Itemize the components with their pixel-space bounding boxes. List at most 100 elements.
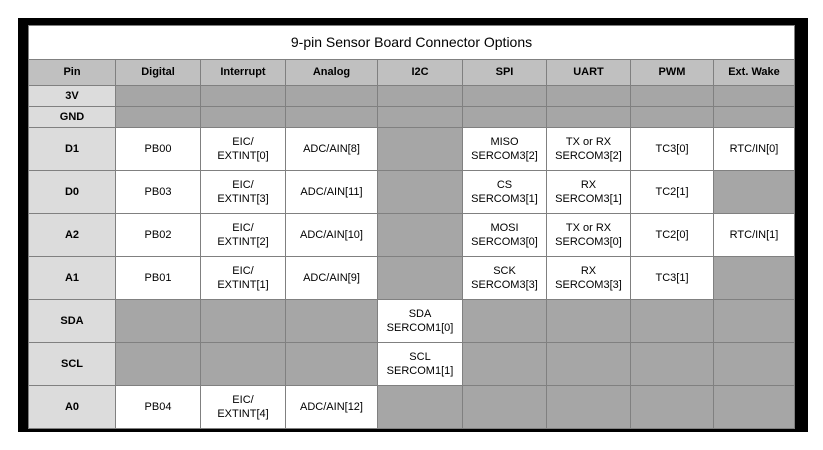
value-line-1: RX bbox=[580, 264, 597, 277]
value-cell: ADC/AIN[9] bbox=[285, 256, 378, 300]
empty-cell bbox=[712, 170, 796, 214]
column-header-i2c: I2C bbox=[377, 59, 463, 86]
value-line-1: SDA bbox=[408, 307, 432, 320]
value-cell: PB03 bbox=[115, 170, 201, 214]
value-line-1: EIC/ bbox=[232, 264, 254, 277]
empty-cell bbox=[200, 342, 286, 386]
column-header-spi: SPI bbox=[462, 59, 547, 86]
pin-label: A1 bbox=[28, 256, 116, 300]
table-row: 3V bbox=[28, 85, 796, 107]
column-header-ext-wake: Ext. Wake bbox=[712, 59, 796, 86]
column-header-pin: Pin bbox=[28, 59, 116, 86]
value-line-1: TX or RX bbox=[565, 221, 612, 234]
value-cell: RX SERCOM3[3] bbox=[546, 256, 631, 300]
value-line-2: SERCOM3[1] bbox=[555, 193, 622, 205]
empty-cell bbox=[546, 85, 631, 107]
empty-cell bbox=[462, 85, 547, 107]
empty-cell bbox=[285, 85, 378, 107]
value-line-1: MISO bbox=[490, 135, 519, 148]
value-cell: TC3[1] bbox=[630, 256, 714, 300]
empty-cell bbox=[115, 85, 201, 107]
table-row: GND bbox=[28, 106, 796, 128]
pin-label: SCL bbox=[28, 342, 116, 386]
column-header-interrupt: Interrupt bbox=[200, 59, 286, 86]
value-line-1: CS bbox=[496, 178, 513, 191]
value-cell: PB02 bbox=[115, 213, 201, 257]
empty-cell bbox=[712, 256, 796, 300]
value-cell: EIC/EXTINT[1] bbox=[200, 256, 286, 300]
value-line-1: TX or RX bbox=[565, 135, 612, 148]
value-line-2: EXTINT[1] bbox=[217, 279, 269, 291]
value-cell: PB00 bbox=[115, 127, 201, 171]
empty-cell bbox=[630, 299, 714, 343]
empty-cell bbox=[546, 106, 631, 128]
empty-cell bbox=[712, 85, 796, 107]
pin-label: 3V bbox=[28, 85, 116, 107]
empty-cell bbox=[546, 299, 631, 343]
value-cell: EIC/EXTINT[2] bbox=[200, 213, 286, 257]
empty-cell bbox=[377, 170, 463, 214]
value-line-1: SCL bbox=[409, 350, 431, 363]
value-line-1: SCK bbox=[493, 264, 516, 277]
table-head: 9-pin Sensor Board Connector Options Pin… bbox=[27, 25, 796, 86]
table-container: 9-pin Sensor Board Connector Options Pin… bbox=[27, 25, 796, 429]
empty-cell bbox=[630, 85, 714, 107]
value-line-1: EIC/ bbox=[232, 135, 254, 148]
title-row: 9-pin Sensor Board Connector Options bbox=[27, 25, 796, 60]
value-cell: ADC/AIN[12] bbox=[285, 385, 378, 429]
pin-label: GND bbox=[28, 106, 116, 128]
value-line-2: SERCOM3[2] bbox=[555, 150, 622, 162]
column-header-analog: Analog bbox=[285, 59, 378, 86]
value-line-1: RX bbox=[580, 178, 597, 191]
value-line-2: SERCOM1[0] bbox=[386, 322, 454, 334]
empty-cell bbox=[712, 342, 796, 386]
value-line-2: EXTINT[2] bbox=[217, 236, 269, 248]
empty-cell bbox=[200, 299, 286, 343]
value-cell: TX or RX SERCOM3[2] bbox=[546, 127, 631, 171]
value-cell: EIC/EXTINT[3] bbox=[200, 170, 286, 214]
value-cell: PB01 bbox=[115, 256, 201, 300]
value-cell: ADC/AIN[10] bbox=[285, 213, 378, 257]
value-cell: RTC/IN[1] bbox=[712, 213, 796, 257]
value-cell: ADC/AIN[11] bbox=[285, 170, 378, 214]
empty-cell bbox=[630, 385, 714, 429]
empty-cell bbox=[200, 85, 286, 107]
value-line-2: SERCOM3[1] bbox=[471, 193, 538, 205]
value-line-2: EXTINT[0] bbox=[217, 150, 269, 162]
empty-cell bbox=[377, 85, 463, 107]
empty-cell bbox=[377, 256, 463, 300]
empty-cell bbox=[285, 299, 378, 343]
value-cell: PB04 bbox=[115, 385, 201, 429]
value-line-1: MOSI bbox=[490, 221, 519, 234]
empty-cell bbox=[115, 106, 201, 128]
pin-label: D0 bbox=[28, 170, 116, 214]
value-line-2: EXTINT[4] bbox=[217, 408, 269, 420]
value-cell: EIC/EXTINT[4] bbox=[200, 385, 286, 429]
value-cell: TC3[0] bbox=[630, 127, 714, 171]
value-line-2: SERCOM3[3] bbox=[471, 279, 538, 291]
empty-cell bbox=[462, 299, 547, 343]
empty-cell bbox=[377, 127, 463, 171]
pin-label: D1 bbox=[28, 127, 116, 171]
value-cell: ADC/AIN[8] bbox=[285, 127, 378, 171]
value-cell: SCK SERCOM3[3] bbox=[462, 256, 547, 300]
value-line-1: EIC/ bbox=[232, 393, 254, 406]
empty-cell bbox=[377, 213, 463, 257]
value-line-2: SERCOM3[3] bbox=[555, 279, 622, 291]
value-cell: EIC/EXTINT[0] bbox=[200, 127, 286, 171]
empty-cell bbox=[115, 299, 201, 343]
empty-cell bbox=[200, 106, 286, 128]
empty-cell bbox=[377, 106, 463, 128]
pin-label: A0 bbox=[28, 385, 116, 429]
pin-label: A2 bbox=[28, 213, 116, 257]
value-line-2: EXTINT[3] bbox=[217, 193, 269, 205]
column-header-uart: UART bbox=[546, 59, 631, 86]
empty-cell bbox=[712, 106, 796, 128]
